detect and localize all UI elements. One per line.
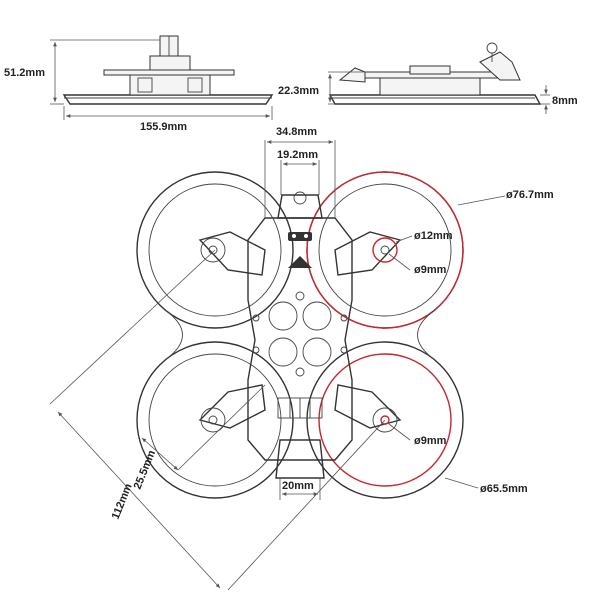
guard-inner-highlight [318, 353, 452, 487]
top-view-dimensions: 34.8mm 19.2mm ø76.7mm ø12mm ø9mm ø9mm ø6… [49, 126, 554, 591]
side-height-label: 51.2mm [4, 67, 45, 79]
side-view-right: 22.3mm 8mm [278, 42, 578, 114]
guard-height-label: 8mm [552, 95, 578, 107]
top-view [136, 171, 464, 499]
rear-width-label: 20mm [282, 480, 314, 492]
stack-inner-label: 19.2mm [277, 149, 318, 161]
guard-front-left [136, 171, 294, 329]
mount-9-bottom-label: ø9mm [414, 435, 447, 447]
side-width-label: 155.9mm [140, 121, 187, 133]
frame-plate [247, 217, 353, 461]
guard-inner-dia-label: ø65.5mm [480, 483, 528, 495]
guard-outer-highlight [306, 171, 464, 329]
guard-rear-left [136, 341, 294, 499]
stack-width-label: 34.8mm [276, 126, 317, 138]
guard-outer-dia-label: ø76.7mm [506, 189, 554, 201]
wheelbase-label: 112mm [110, 482, 135, 521]
guard-rear-right [306, 341, 464, 499]
mount-9-top-label: ø9mm [414, 264, 447, 276]
side-view-left: 51.2mm 155.9mm [4, 35, 274, 133]
guard-front-right [306, 171, 464, 329]
mount-12-label: ø12mm [414, 230, 453, 242]
top-frame-height-label: 22.3mm [278, 85, 319, 97]
